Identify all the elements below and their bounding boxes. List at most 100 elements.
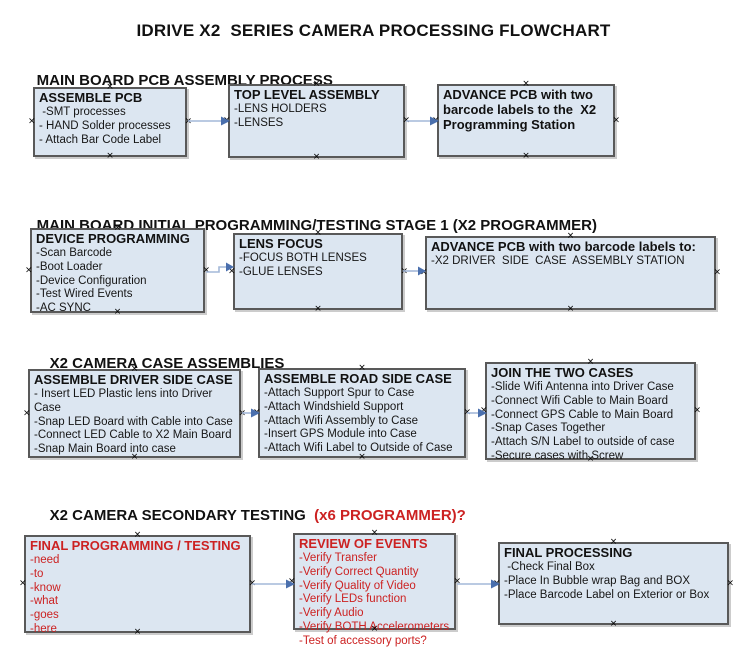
- box-join-the-two-cases[interactable]: JOIN THE TWO CASES -Slide Wifi Antenna i…: [480, 358, 701, 464]
- section-header-case-assemblies: X2 CAMERA CASE ASSEMBLIES: [33, 338, 285, 389]
- box-title: ASSEMBLE ROAD SIDE CASE: [264, 371, 452, 386]
- connection-anchor-mark: ×: [402, 115, 410, 126]
- connection-anchor-mark: ×: [612, 115, 620, 125]
- box-item: -Attach Support Spur to Case: [264, 386, 415, 399]
- flow-arrow[interactable]: [206, 262, 234, 273]
- flow-arrow[interactable]: [403, 266, 426, 276]
- connection-anchor-mark: ×: [19, 578, 27, 589]
- box-item: -goes: [30, 609, 59, 622]
- box-item: -what: [30, 595, 59, 608]
- box-item-list: -Check Final Box-Place In Bubble wrap Ba…: [504, 561, 723, 602]
- connection-anchor-mark: ×: [713, 267, 721, 278]
- box-item: -Verify BOTH Accelerometers: [299, 620, 450, 633]
- box-item: -LENS HOLDERS: [234, 102, 327, 115]
- connection-anchor-mark: ×: [522, 151, 530, 161]
- connection-anchor-mark: ×: [420, 267, 428, 278]
- box-title: DEVICE PROGRAMMING: [36, 231, 190, 246]
- box-item: -to: [30, 567, 44, 580]
- box-item: -X2 DRIVER SIDE CASE ASSEMBLY STATION: [431, 254, 685, 267]
- box-title: ADVANCE PCB with two barcode labels to:: [431, 239, 696, 254]
- box-title: JOIN THE TWO CASES: [491, 365, 634, 380]
- box-advance-pcb-programming-station[interactable]: ADVANCE PCB with two barcode labels to t…: [432, 80, 620, 161]
- connection-anchor-mark: ×: [253, 407, 261, 418]
- connection-anchor-mark: ×: [463, 407, 471, 418]
- box-item: -AC SYNC: [36, 302, 91, 315]
- box-item: -Scan Barcode: [36, 246, 113, 259]
- box-item: -Connect Wifi Cable to Main Board: [491, 394, 669, 407]
- box-item-list: -Scan Barcode-Boot Loader-Device Configu…: [36, 247, 199, 316]
- section-header-text: X2 CAMERA SECONDARY TESTING: [49, 507, 306, 524]
- box-item: -Attach Wifi Label to Outside of Case: [264, 442, 453, 455]
- box-item: -Insert GPS Module into Case: [264, 428, 417, 441]
- box-item: -Test Wired Events: [36, 288, 133, 301]
- box-item: -Verify Quality of Video: [299, 579, 416, 592]
- box-item: -LENSES: [234, 116, 284, 129]
- box-item-list: -SMT processes- HAND Solder processes- A…: [39, 106, 181, 147]
- connection-anchor-mark: ×: [202, 265, 210, 275]
- box-title: FINAL PROCESSING: [504, 545, 633, 560]
- box-item: -Boot Loader: [36, 260, 103, 273]
- section-header-text: X2 CAMERA CASE ASSEMBLIES: [49, 355, 285, 372]
- box-final-processing[interactable]: FINAL PROCESSING -Check Final Box-Place …: [493, 538, 734, 629]
- connection-anchor-mark: ×: [609, 619, 618, 629]
- box-item: -Snap LED Board with Cable into Case: [34, 415, 233, 428]
- box-device-programming[interactable]: DEVICE PROGRAMMING -Scan Barcode-Boot Lo…: [25, 224, 210, 317]
- box-top-level-assembly[interactable]: TOP LEVEL ASSEMBLY -LENS HOLDERS-LENSES …: [223, 80, 410, 162]
- flow-arrow[interactable]: [252, 579, 295, 589]
- connection-anchor-mark: ×: [693, 405, 701, 416]
- box-item-list: -Attach Support Spur to Case-Attach Wind…: [264, 387, 460, 456]
- box-item: -Verify Correct Quantity: [299, 565, 419, 578]
- box-item: -Verify Audio: [299, 607, 364, 620]
- box-item: -Verify LEDs function: [299, 593, 407, 606]
- flow-arrow[interactable]: [467, 408, 487, 418]
- flow-arrow[interactable]: [188, 116, 230, 126]
- box-item: -Device Configuration: [36, 274, 147, 287]
- connection-anchor-mark: ×: [493, 578, 501, 588]
- connection-anchor-mark: ×: [726, 578, 734, 588]
- box-item-list: -LENS HOLDERS-LENSES: [234, 103, 399, 131]
- connection-anchor-mark: ×: [566, 304, 575, 314]
- box-review-of-events[interactable]: REVIEW OF EVENTS -Verify Transfer-Verify…: [288, 529, 461, 647]
- connection-anchor-mark: ×: [453, 576, 461, 586]
- box-item: -Connect LED Cable to X2 Main Board: [34, 429, 232, 442]
- box-title: LENS FOCUS: [239, 236, 323, 251]
- connection-anchor-mark: ×: [432, 115, 440, 125]
- flow-arrow[interactable]: [457, 579, 500, 589]
- box-item: - HAND Solder processes: [39, 119, 171, 132]
- box-item-list: -need-to-know-what-goes-here: [30, 554, 245, 637]
- box-advance-pcb-driver-side[interactable]: ADVANCE PCB with two barcode labels to: …: [420, 232, 721, 314]
- box-item: -Snap Cases Together: [491, 422, 606, 435]
- box-item-list: -Slide Wifi Antenna into Driver Case-Con…: [491, 381, 690, 464]
- box-title: FINAL PROGRAMMING / TESTING: [30, 538, 241, 553]
- box-title: ADVANCE PCB with two barcode labels to t…: [443, 87, 600, 132]
- box-final-programming-testing[interactable]: FINAL PROGRAMMING / TESTING -need-to-kno…: [19, 531, 256, 637]
- flow-arrow[interactable]: [406, 116, 439, 126]
- box-item: - Attach Bar Code Label: [39, 133, 162, 146]
- box-item-list: -X2 DRIVER SIDE CASE ASSEMBLY STATION: [431, 255, 710, 269]
- connection-anchor-mark: ×: [480, 405, 488, 416]
- connection-anchor-mark: ×: [288, 576, 296, 586]
- box-title: ASSEMBLE DRIVER SIDE CASE: [34, 372, 233, 387]
- box-item: -Place In Bubble wrap Bag and BOX: [504, 574, 691, 587]
- box-lens-focus[interactable]: LENS FOCUS -FOCUS BOTH LENSES-GLUE LENSE…: [228, 229, 408, 314]
- connection-anchor-mark: ×: [238, 408, 246, 418]
- box-item: -Connect GPS Cable to Main Board: [491, 408, 674, 421]
- box-item-list: - Insert LED Plastic lens into Driver Ca…: [34, 388, 235, 457]
- connection-anchor-mark: ×: [228, 266, 236, 276]
- connection-anchor-mark: ×: [312, 152, 321, 162]
- box-item: -need: [30, 553, 60, 566]
- box-item: -Secure cases with Screw: [491, 449, 624, 462]
- box-assemble-pcb[interactable]: ASSEMBLE PCB -SMT processes- HAND Solder…: [28, 83, 192, 161]
- connection-anchor-mark: ×: [223, 115, 231, 126]
- box-title: ASSEMBLE PCB: [39, 90, 143, 105]
- box-item: -Snap Main Board into case: [34, 443, 176, 456]
- box-assemble-driver-side-case[interactable]: ASSEMBLE DRIVER SIDE CASE - Insert LED P…: [23, 365, 246, 462]
- box-title: REVIEW OF EVENTS: [299, 536, 428, 551]
- box-item: -Attach Wifi Assembly to Case: [264, 414, 419, 427]
- box-assemble-road-side-case[interactable]: ASSEMBLE ROAD SIDE CASE -Attach Support …: [253, 364, 471, 462]
- box-item-list: -Verify Transfer-Verify Correct Quantity…: [299, 552, 450, 649]
- box-item: -Verify Transfer: [299, 551, 377, 564]
- connection-anchor-mark: ×: [25, 265, 33, 275]
- box-item: -GLUE LENSES: [239, 265, 323, 278]
